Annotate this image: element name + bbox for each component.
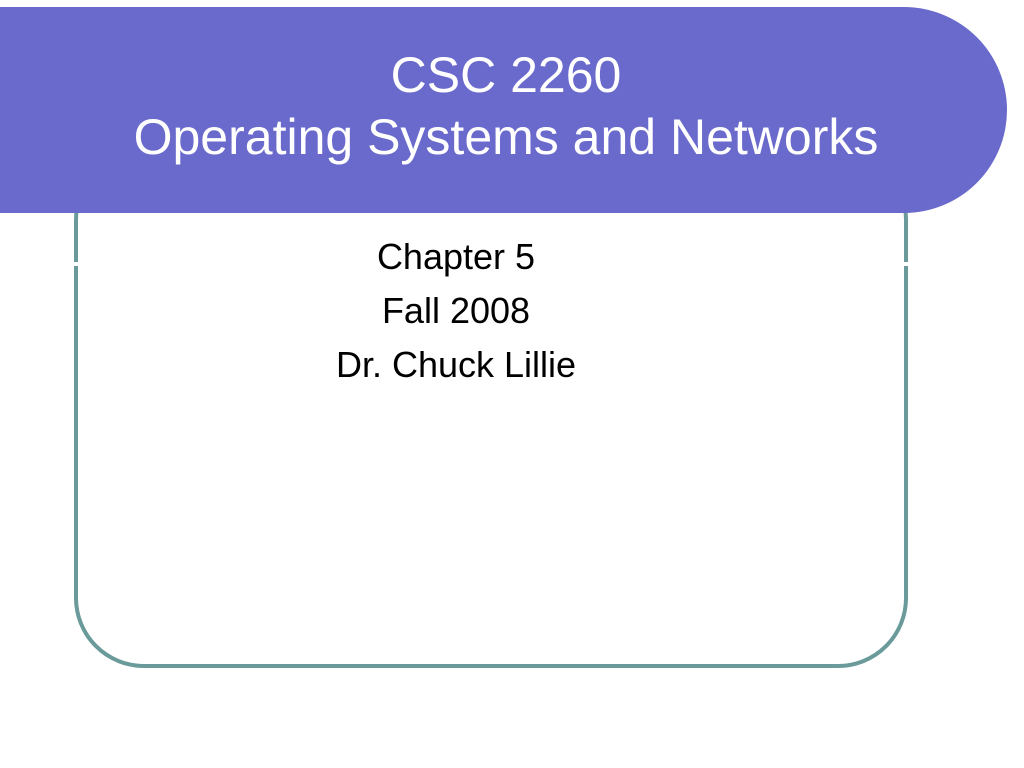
title-banner bbox=[0, 7, 1007, 213]
course-code: CSC 2260 bbox=[390, 47, 622, 103]
frame-right-gap bbox=[898, 262, 908, 266]
slide-title: CSC 2260 Operating Systems and Networks bbox=[0, 44, 1012, 168]
frame-left-gap bbox=[72, 262, 82, 266]
instructor-name: Dr. Chuck Lillie bbox=[335, 344, 577, 385]
course-name: Operating Systems and Networks bbox=[133, 109, 879, 165]
content-frame bbox=[74, 150, 908, 668]
term-label: Fall 2008 bbox=[381, 290, 531, 331]
slide-subtitle: Chapter 5 Fall 2008 Dr. Chuck Lillie bbox=[0, 230, 912, 392]
chapter-label: Chapter 5 bbox=[376, 236, 536, 277]
